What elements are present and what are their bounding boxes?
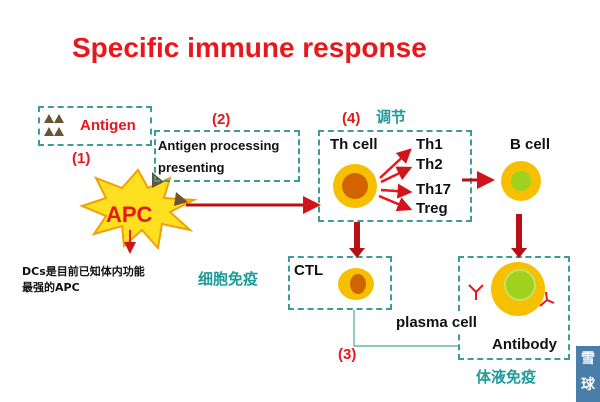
b-nucleus-icon bbox=[511, 171, 531, 191]
th-subset-treg: Treg bbox=[416, 200, 448, 217]
antibody-label: Antibody bbox=[492, 336, 557, 353]
cellular-immunity-label: 细胞免疫 bbox=[198, 270, 259, 288]
ctl-box bbox=[288, 256, 392, 310]
apc-note-line1: DCs是目前已知体内功能 bbox=[22, 265, 145, 278]
humoral-immunity-label: 体液免疫 bbox=[476, 368, 537, 386]
ctl-plasma-connector bbox=[353, 310, 458, 347]
th-subset-th1: Th1 bbox=[416, 136, 443, 153]
plasma-box bbox=[458, 256, 570, 360]
th-cell-box bbox=[318, 130, 472, 222]
apc-label: APC bbox=[106, 202, 153, 227]
step-4-label: (4) bbox=[342, 110, 361, 127]
th-subset-th17: Th17 bbox=[416, 181, 452, 198]
apc-starburst-icon bbox=[79, 168, 198, 250]
th-subset-th2: Th2 bbox=[416, 156, 443, 173]
plasma-nucleus-icon bbox=[504, 269, 536, 301]
antigen-label: Antigen bbox=[80, 117, 136, 134]
antigen-triangles-icon bbox=[44, 114, 64, 136]
antibody-icon bbox=[468, 284, 555, 307]
step-3-label: (3) bbox=[338, 346, 357, 363]
ctl-nucleus-icon bbox=[350, 274, 366, 294]
th-cell-label: Th cell bbox=[330, 136, 378, 153]
page-title: Specific immune response bbox=[72, 32, 427, 63]
watermark-badge: 雪球 bbox=[576, 346, 600, 402]
antigen-box bbox=[38, 106, 152, 146]
plasma-cell-label: plasma cell bbox=[396, 314, 477, 331]
th-nucleus-icon bbox=[342, 173, 368, 199]
step-2-label: (2) bbox=[212, 111, 231, 128]
processing-line1: Antigen processing bbox=[158, 138, 280, 153]
processing-line2: presenting bbox=[158, 160, 225, 175]
step-1-label: (1) bbox=[72, 150, 91, 167]
processing-box bbox=[154, 130, 300, 182]
b-cell-label: B cell bbox=[510, 136, 551, 153]
regulation-label: 调节 bbox=[376, 108, 407, 126]
ctl-label: CTL bbox=[294, 262, 324, 279]
apc-note-line2: 最强的APC bbox=[22, 281, 80, 294]
